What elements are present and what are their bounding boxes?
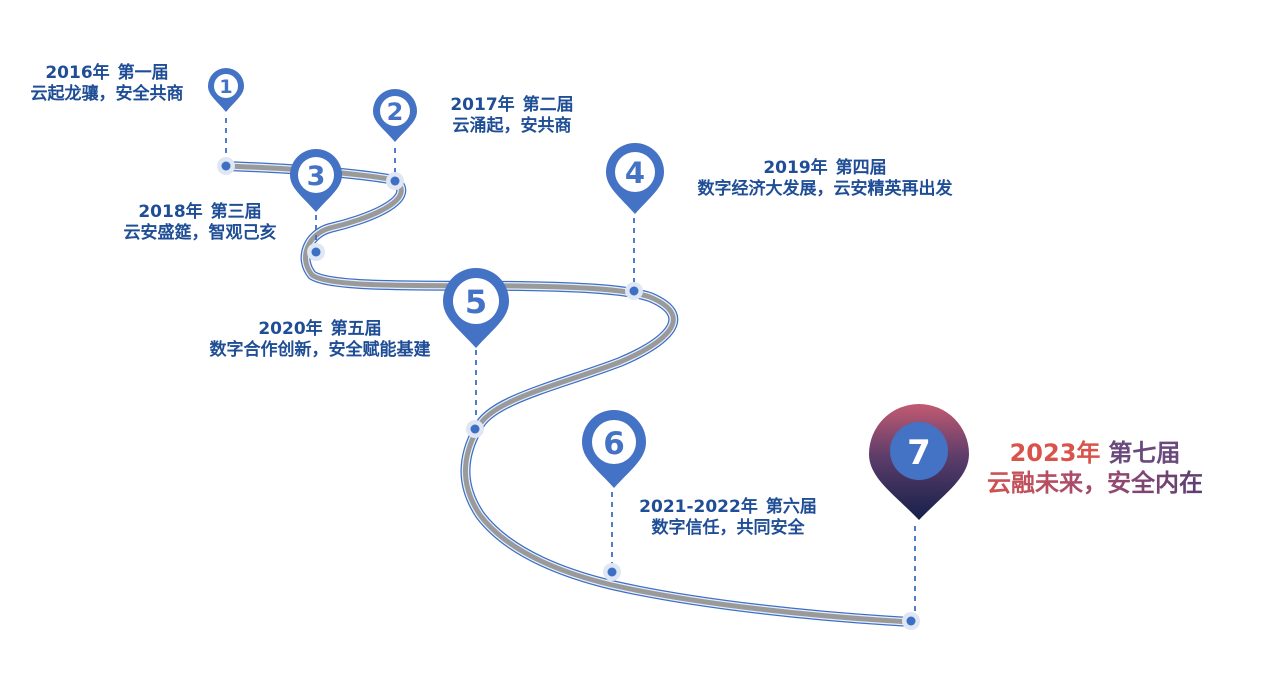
milestone-3-slogan: 云安盛筵，智观己亥 [123, 223, 277, 243]
milestone-7-slogan: 云融未来，安全内在 [970, 468, 1220, 498]
milestone-2-edition: 第二届 [522, 95, 574, 115]
waypoint-dot-1 [217, 157, 235, 175]
pin-3-number: 3 [307, 161, 326, 192]
milestone-7-edition: 第七届 [1108, 439, 1181, 467]
milestone-7-year: 2023年 [1009, 439, 1101, 467]
pin-5-icon: 5 [443, 268, 509, 348]
milestone-label-5: 2020年第五届 数字合作创新，安全赋能基建 [180, 319, 460, 361]
pin-7-icon: 7 [869, 404, 969, 520]
leader-lines [225, 118, 916, 612]
milestone-2-year: 2017年 [450, 95, 515, 115]
pin-2-icon: 2 [373, 89, 417, 142]
milestone-6-year: 2021-2022年 [639, 497, 758, 517]
milestone-label-6: 2021-2022年第六届 数字信任，共同安全 [622, 497, 834, 539]
waypoints [217, 157, 920, 630]
milestone-5-year: 2020年 [258, 319, 323, 339]
milestone-1-slogan: 云起龙骧，安全共商 [30, 84, 184, 104]
pin-2-number: 2 [387, 98, 404, 126]
pin-4-icon: 4 [606, 143, 664, 214]
milestone-label-7: 2023年第七届 云融未来，安全内在 [970, 438, 1220, 498]
pin-5-number: 5 [465, 283, 487, 321]
milestone-label-4: 2019年第四届 数字经济大发展，云安精英再出发 [670, 158, 980, 200]
milestone-2-slogan: 云涌起，安共商 [452, 116, 572, 136]
milestone-4-slogan: 数字经济大发展，云安精英再出发 [697, 179, 953, 199]
pin-1-number: 1 [219, 76, 232, 98]
pin-3-icon: 3 [290, 149, 342, 212]
milestone-label-1: 2016年第一届 云起龙骧，安全共商 [12, 63, 202, 105]
milestone-3-year: 2018年 [138, 202, 203, 222]
milestone-4-edition: 第四届 [835, 158, 887, 178]
milestone-1-year: 2016年 [45, 63, 110, 83]
winding-road [221, 161, 917, 627]
waypoint-dot-5 [466, 420, 484, 438]
pin-6-number: 6 [603, 426, 625, 462]
pin-7-number: 7 [907, 433, 931, 473]
pin-6-icon: 6 [582, 410, 646, 488]
waypoint-dot-2 [386, 172, 404, 190]
milestone-5-slogan: 数字合作创新，安全赋能基建 [209, 340, 431, 360]
milestone-5-edition: 第五届 [330, 319, 382, 339]
milestone-3-edition: 第三届 [210, 202, 262, 222]
waypoint-dot-3 [307, 243, 325, 261]
milestone-4-year: 2019年 [763, 158, 828, 178]
milestone-6-edition: 第六届 [765, 497, 817, 517]
milestone-label-3: 2018年第三届 云安盛筵，智观己亥 [100, 202, 300, 244]
waypoint-dot-7 [902, 612, 920, 630]
milestone-label-2: 2017年第二届 云涌起，安共商 [432, 95, 592, 137]
waypoint-dot-6 [603, 563, 621, 581]
map-pins: 1 2 3 4 5 6 [208, 68, 969, 520]
waypoint-dot-4 [625, 282, 643, 300]
pin-1-icon: 1 [208, 68, 244, 112]
pin-4-number: 4 [625, 156, 645, 190]
milestone-1-edition: 第一届 [117, 63, 169, 83]
milestone-6-slogan: 数字信任，共同安全 [651, 518, 805, 538]
